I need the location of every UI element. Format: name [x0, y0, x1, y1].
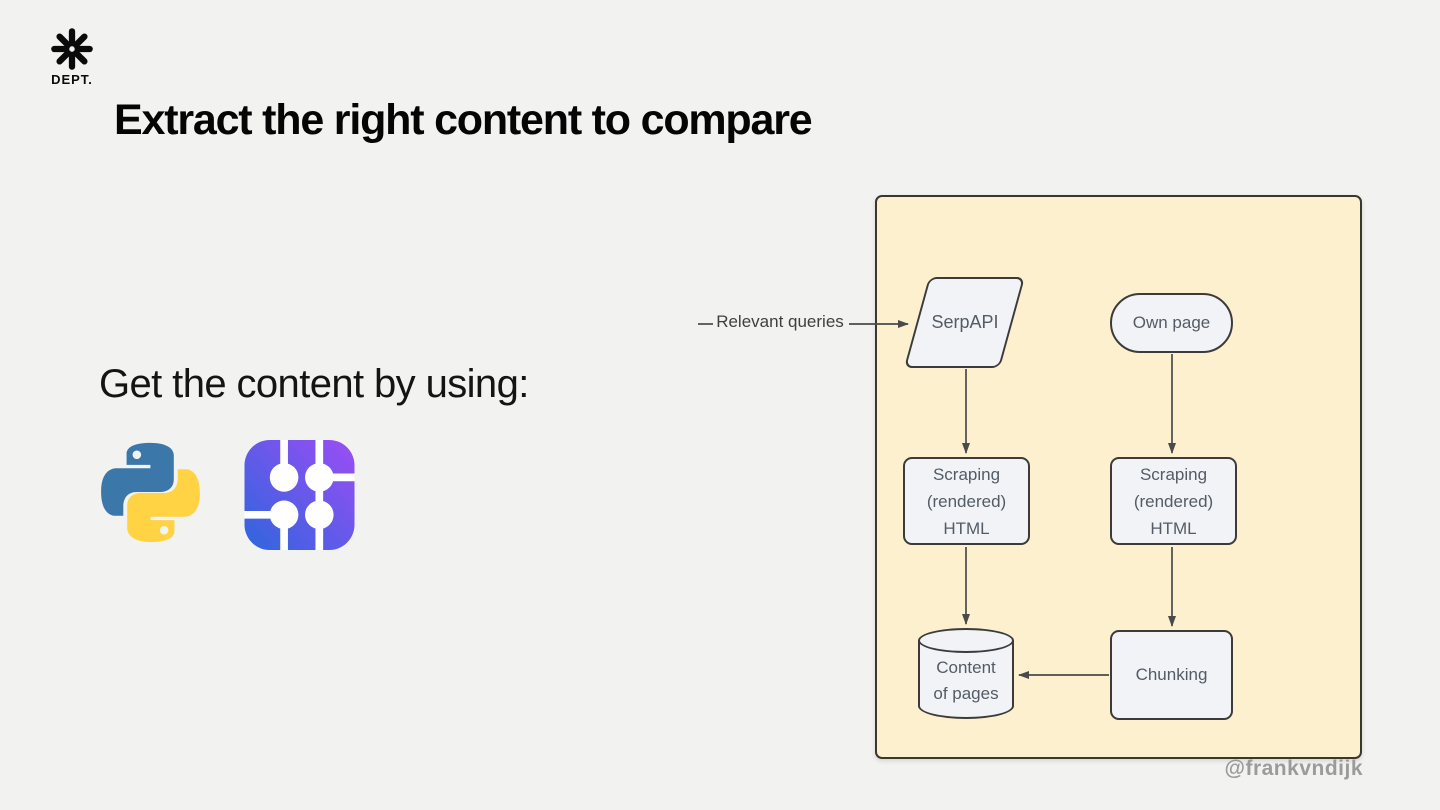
watermark: @frankvndijk	[1224, 757, 1363, 780]
node-line: (rendered)	[1133, 491, 1214, 511]
page-title: Extract the right content to compare	[114, 96, 813, 144]
node-line: HTML	[943, 518, 990, 538]
node-scraping-serp: Scraping (rendered) HTML	[903, 457, 1030, 545]
node-line: HTML	[1150, 518, 1197, 538]
node-line: Scraping	[1139, 464, 1208, 484]
node-line: Scraping	[932, 464, 1001, 484]
purple-circuit-icon	[244, 440, 355, 550]
dept-asterisk-icon	[51, 28, 93, 70]
node-content-store-label: Content of pages	[918, 655, 1014, 707]
cylinder-top	[918, 628, 1014, 653]
cylinder-body	[918, 640, 1014, 719]
node-scraping-own: Scraping (rendered) HTML	[1110, 457, 1237, 545]
dept-logo: DEPT.	[48, 27, 96, 87]
node-serpapi-label: SerpAPI	[931, 312, 999, 332]
body-text: Get the content by using:	[99, 362, 529, 406]
node-line: Content	[936, 658, 996, 677]
input-label: Relevant queries	[716, 312, 844, 331]
node-own-page: Own page	[1110, 293, 1233, 353]
node-content-store: Content of pages	[918, 628, 1014, 719]
dept-logo-text: DEPT.	[51, 72, 93, 87]
python-icon	[101, 442, 200, 543]
node-line: of pages	[933, 684, 999, 703]
node-chunking: Chunking	[1110, 630, 1233, 720]
node-line: (rendered)	[926, 491, 1007, 511]
